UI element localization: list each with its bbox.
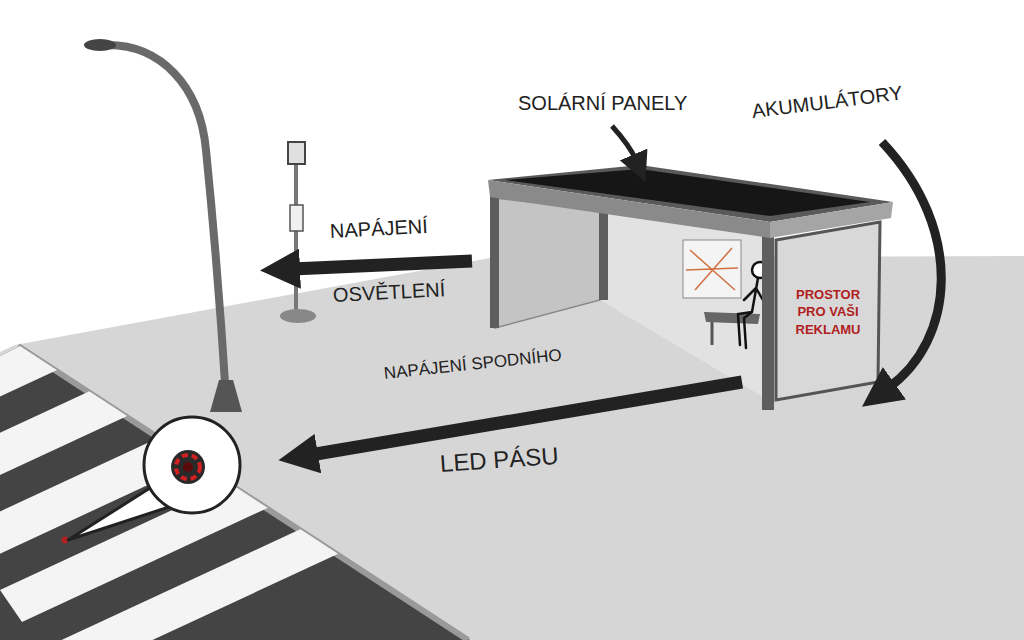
callout-label: NAPÁJENÍ: [329, 215, 428, 243]
callout-bubble: [144, 417, 240, 513]
crosswalk: [0, 280, 342, 640]
roof-side: [770, 202, 893, 238]
side-glass: [495, 198, 600, 328]
post: [490, 196, 499, 328]
callout-label: SOLÁRNÍ PANELY: [518, 92, 687, 115]
arrow: [612, 126, 636, 160]
map-lines: [686, 248, 738, 290]
roof-front: [488, 180, 770, 238]
sign-pole: [294, 160, 298, 312]
led-symbol: [171, 450, 205, 484]
arrow: [882, 142, 941, 388]
post: [762, 230, 774, 410]
led-ring: [176, 455, 200, 479]
ad-panel: [776, 222, 880, 400]
sign-base: [280, 309, 316, 323]
ad-text: PROSTOR PRO VAŠI REKLAMU: [782, 286, 874, 339]
post: [599, 208, 608, 300]
sign-plate: [288, 142, 305, 164]
ad-box: PROSTOR PRO VAŠI REKLAMU: [782, 286, 874, 339]
arrow: [292, 261, 472, 269]
back-wall: [600, 210, 765, 398]
led-core: [183, 462, 193, 472]
route-map: [683, 240, 741, 298]
lamp-head: [84, 39, 116, 51]
callout-label: AKUMULÁTORY: [751, 82, 904, 123]
timetable: [290, 205, 303, 231]
bench-leg: [711, 322, 714, 345]
lamp-pole: [108, 45, 226, 398]
lamp-base: [210, 380, 242, 412]
